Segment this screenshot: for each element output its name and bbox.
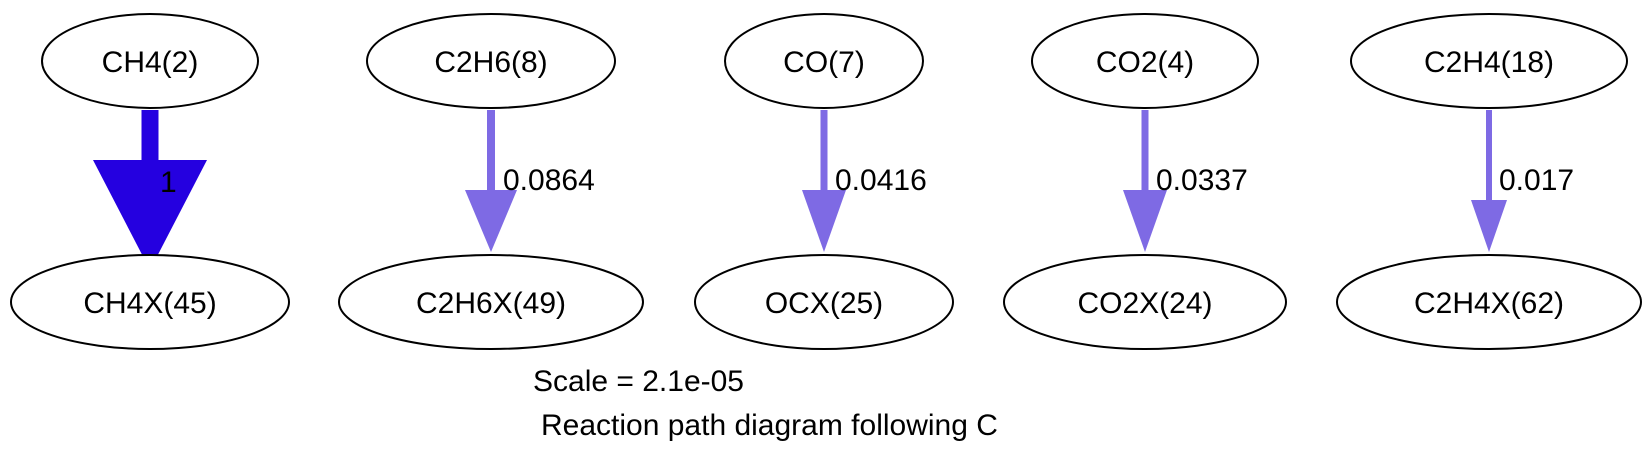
node-c2h6: C2H6(8) [366,13,616,109]
node-ellipse [41,13,259,109]
node-c2h6x: C2H6X(49) [338,254,644,350]
node-label: C2H6(8) [434,46,547,79]
edge-c2h6-to-c2h6x: 0.0864 [465,110,595,252]
node-label: CH4X(45) [83,287,216,320]
node-ellipse [724,13,924,109]
node-ellipse [1031,13,1259,109]
node-co: CO(7) [724,13,924,109]
node-label: CO2(4) [1096,46,1194,79]
node-ellipse [338,254,644,350]
node-co2: CO2(4) [1031,13,1259,109]
edge-arrowhead [802,190,846,252]
node-ellipse [1350,13,1628,109]
edge-label-co2: 0.0337 [1156,164,1248,197]
node-label: CH4(2) [102,46,199,79]
node-ellipse [694,254,954,350]
edge-arrowhead [465,190,517,252]
node-label: C2H6X(49) [416,287,566,320]
node-label: CO2X(24) [1077,287,1212,320]
edge-ch4-to-ch4x: 1 [93,110,207,270]
node-c2h4x: C2H4X(62) [1336,254,1642,350]
node-ch4x: CH4X(45) [10,254,290,350]
node-ellipse [1336,254,1642,350]
node-ellipse [1003,254,1287,350]
node-label: C2H4X(62) [1414,287,1564,320]
edge-arrowhead [1123,190,1167,252]
edge-arrowhead [93,160,207,270]
edge-co-to-ocx: 0.0416 [802,110,927,252]
node-label: CO(7) [783,46,865,79]
node-ellipse [10,254,290,350]
node-co2x: CO2X(24) [1003,254,1287,350]
node-ch4: CH4(2) [41,13,259,109]
edge-label-c2h4: 0.017 [1499,164,1574,197]
scale-label: Scale = 2.1e-05 [533,365,744,398]
diagram-caption: Reaction path diagram following C [541,409,998,442]
edge-label-c2h6: 0.0864 [503,164,595,197]
edge-arrowhead [1471,200,1507,252]
edge-label-co: 0.0416 [835,164,927,197]
node-ocx: OCX(25) [694,254,954,350]
edge-co2-to-co2x: 0.0337 [1123,110,1248,252]
edge-c2h4-to-c2h4x: 0.017 [1471,110,1574,252]
node-c2h4: C2H4(18) [1350,13,1628,109]
edge-label-ch4: 1 [160,166,177,199]
node-label: OCX(25) [765,287,883,320]
node-ellipse [366,13,616,109]
node-label: C2H4(18) [1424,46,1554,79]
